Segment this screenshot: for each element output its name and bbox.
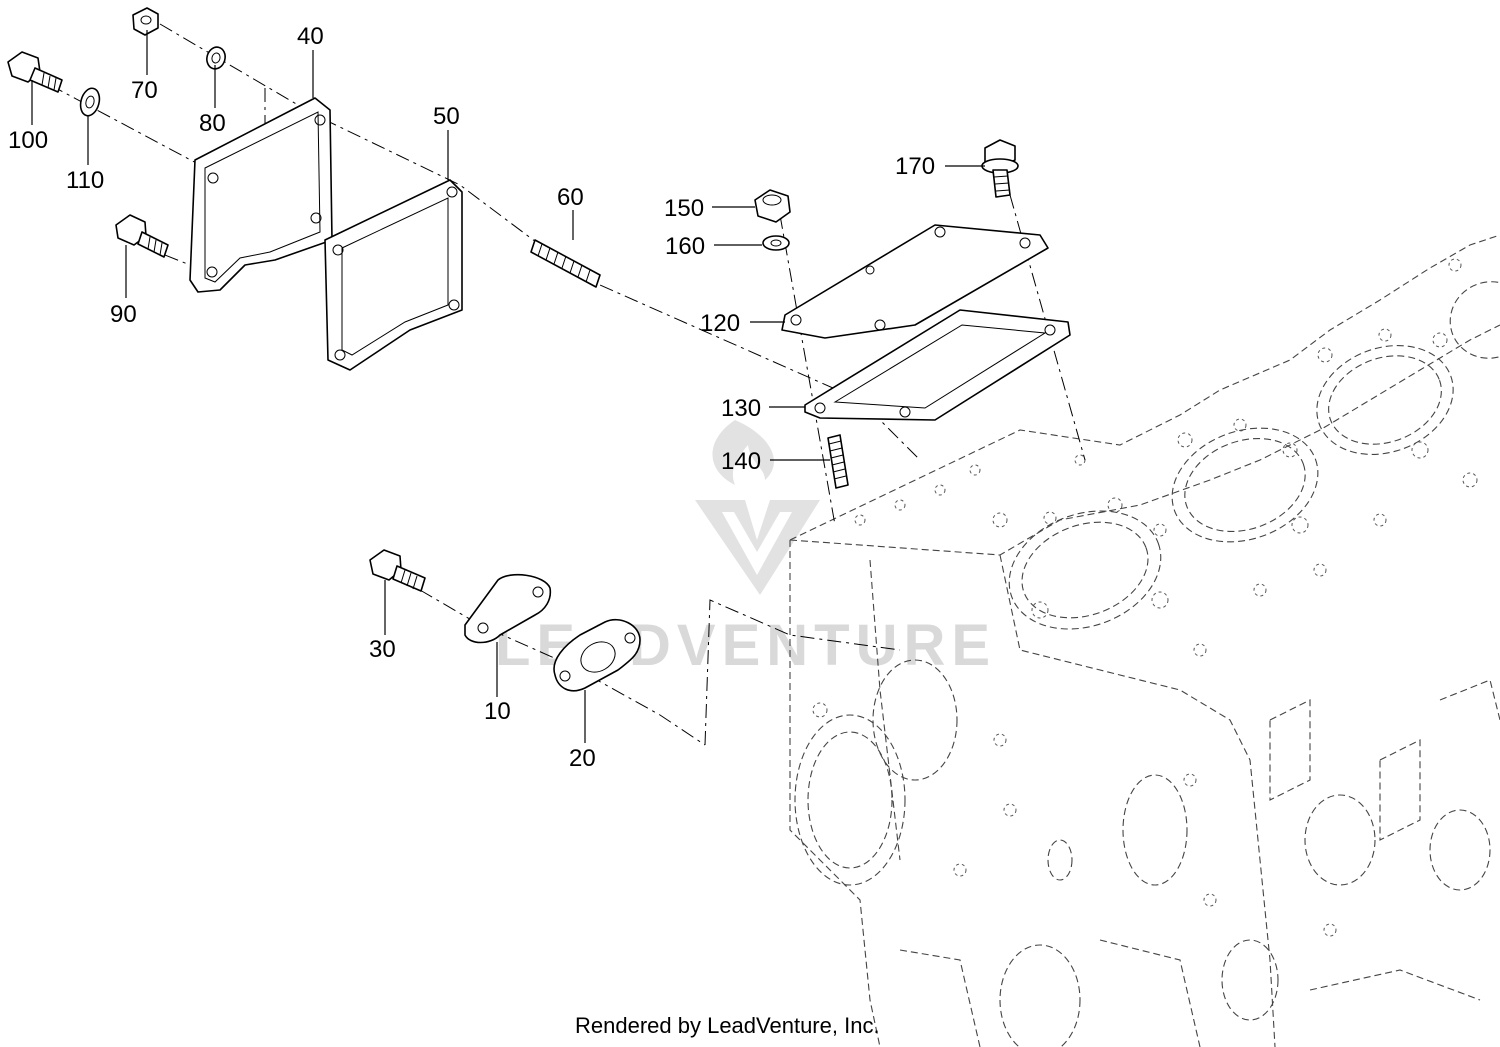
callout-160: 160 (665, 233, 705, 260)
bolt-100 (7, 51, 63, 93)
callout-20: 20 (569, 745, 596, 772)
callout-80: 80 (199, 110, 226, 137)
callout-170: 170 (895, 153, 935, 180)
callout-10: 10 (484, 698, 511, 725)
flange-gasket-20 (553, 618, 641, 692)
nut-150 (754, 189, 791, 223)
callout-30: 30 (369, 636, 396, 663)
cover-plate-40 (189, 97, 333, 293)
callout-140: 140 (721, 448, 761, 475)
callout-130: 130 (721, 395, 761, 422)
callout-110: 110 (66, 167, 104, 194)
callout-150: 150 (664, 195, 704, 222)
callout-100: 100 (8, 127, 48, 154)
callout-60: 60 (557, 184, 584, 211)
callout-90: 90 (110, 301, 137, 328)
callout-50: 50 (433, 103, 460, 130)
bolt-90 (115, 214, 169, 258)
callout-labels: 40 50 60 70 80 100 110 90 150 160 170 12… (8, 23, 935, 772)
gasket-130 (804, 309, 1071, 421)
bolt-30 (369, 549, 426, 592)
leadventure-logo-icon (695, 420, 820, 595)
callout-70: 70 (131, 77, 158, 104)
render-credit: Rendered by LeadVenture, Inc. (575, 1013, 880, 1038)
leader-lines (31, 30, 985, 743)
engine-block (789, 234, 1500, 1047)
stud-60 (530, 239, 601, 288)
gasket-50 (324, 179, 463, 371)
callout-120: 120 (700, 310, 740, 337)
washer-160 (762, 235, 790, 251)
washer-80 (206, 46, 226, 70)
washer-110 (79, 87, 101, 117)
callout-40: 40 (297, 23, 324, 50)
stud-140 (827, 434, 849, 489)
nut-70 (132, 7, 159, 36)
bolt-170 (981, 139, 1019, 198)
cover-plate-120 (781, 224, 1049, 339)
flange-plate-10 (464, 573, 552, 644)
